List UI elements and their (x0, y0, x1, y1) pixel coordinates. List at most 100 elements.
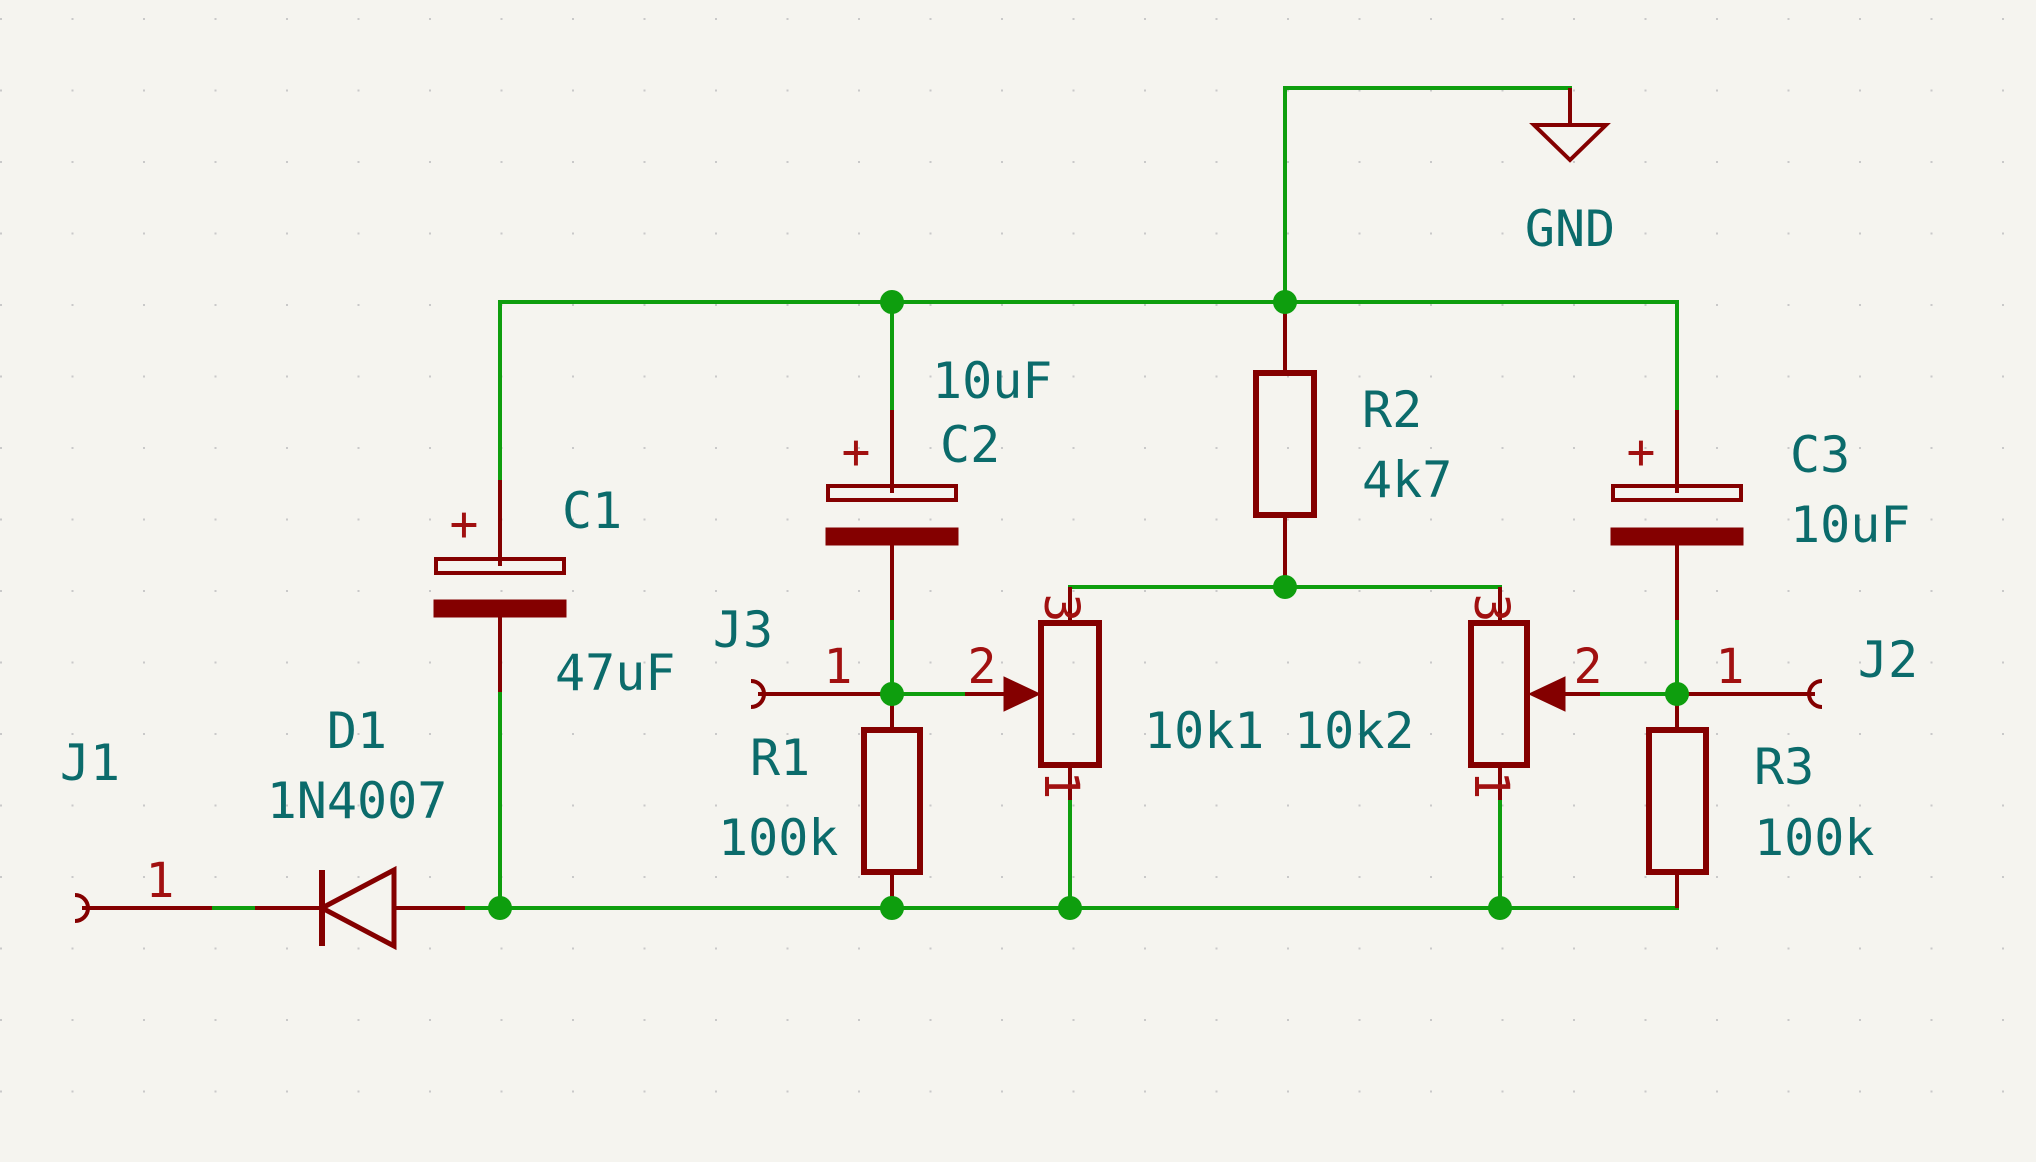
grid-dot (1930, 232, 1933, 235)
grid-dot (1215, 590, 1218, 592)
grid-dot (1358, 947, 1361, 950)
grid-dot (643, 876, 646, 878)
grid-dot (572, 518, 574, 521)
grid-dot (429, 375, 431, 378)
grid-dot (0, 518, 2, 521)
grid-dot (1358, 375, 1361, 378)
grid-dot (1573, 733, 1575, 735)
grid-dot (643, 161, 646, 163)
c2-value: 10uF (932, 352, 1052, 410)
grid-dot (1072, 232, 1075, 235)
grid-dot (1501, 876, 1504, 878)
grid-dot (786, 161, 789, 163)
grid-dot (1430, 590, 1432, 592)
grid-dot (1215, 947, 1218, 950)
grid-dot (1287, 1019, 1289, 1021)
grid-dot (143, 375, 145, 378)
grid-dot (1787, 89, 1790, 92)
r1-value: 100k (718, 809, 838, 867)
grid-dot (1144, 304, 1146, 306)
grid-dot (643, 1019, 646, 1021)
grid-dot (1787, 447, 1790, 449)
grid-dot (214, 876, 217, 878)
grid-dot (286, 947, 288, 950)
grid-dot (929, 232, 932, 235)
grid-dot (1501, 447, 1504, 449)
grid-dot (1501, 375, 1504, 378)
c3-value: 10uF (1790, 496, 1910, 554)
grid-dot (214, 590, 217, 592)
grid-dot (1215, 232, 1218, 235)
capacitor-c2[interactable]: + 10uF C2 (825, 352, 1052, 620)
grid-dot (715, 804, 717, 807)
grid-dot (643, 947, 646, 950)
grid-dot (71, 89, 74, 92)
grid-dot (1501, 661, 1504, 664)
grid-dot (1430, 161, 1432, 163)
grid-dot (1215, 733, 1218, 735)
grid-dot (1358, 733, 1361, 735)
grid-dot (786, 232, 789, 235)
grid-dot (858, 447, 860, 449)
grid-dot (858, 733, 860, 735)
gnd-symbol[interactable]: GND (1525, 88, 1615, 258)
grid-dot (143, 232, 145, 235)
grid-dot (1215, 161, 1218, 163)
resistor-r2[interactable]: R2 4k7 (1253, 302, 1452, 587)
grid-dot (71, 804, 74, 807)
grid-dot (1930, 947, 1933, 950)
grid-dot (786, 375, 789, 378)
grid-dot (1001, 518, 1003, 521)
grid-dot (1001, 18, 1003, 20)
grid-dot (1716, 947, 1718, 950)
connector-j3[interactable]: 1 J3 (713, 601, 892, 709)
grid-dot (1501, 1090, 1504, 1093)
connector-j2[interactable]: 1 J2 (1677, 631, 1918, 709)
grid-dot (572, 661, 574, 664)
grid-dot (572, 304, 574, 306)
grid-dot (0, 733, 2, 735)
grid-dot (1573, 447, 1575, 449)
grid-dot (1644, 161, 1647, 163)
grid-dot (71, 947, 74, 950)
resistor-r3[interactable]: R3 100k (1646, 694, 1874, 908)
grid-dot (429, 1090, 431, 1093)
j3-pin-number: 1 (824, 639, 853, 695)
grid-dot (1716, 447, 1718, 449)
grid-dot (1573, 1019, 1575, 1021)
grid-dot (357, 661, 360, 664)
grid-dot (1787, 1090, 1790, 1093)
grid-dot (1430, 518, 1432, 521)
grid-dot (357, 1019, 360, 1021)
grid-dot (1430, 661, 1432, 664)
grid-dot (71, 232, 74, 235)
c2-ref: C2 (940, 416, 1000, 474)
grid-dot (572, 18, 574, 20)
diode-d1[interactable]: D1 1N4007 (255, 702, 465, 951)
potentiometer-10k1[interactable]: 3 2 1 10k1 (965, 587, 1264, 800)
grid-dot (429, 661, 431, 664)
connector-j1[interactable]: 1 J1 (60, 734, 212, 923)
grid-dot (143, 590, 145, 592)
grid-dot (214, 304, 217, 306)
wire-gnd-drop[interactable] (1283, 86, 1572, 300)
grid-dot (1859, 733, 1861, 735)
grid-dot (357, 232, 360, 235)
grid-dot (429, 89, 431, 92)
grid-dot (1358, 876, 1361, 878)
grid-dot (1930, 661, 1933, 664)
capacitor-c1[interactable]: + C1 47uF (433, 480, 675, 702)
grid-dot (1358, 18, 1361, 20)
grid-dot (2002, 804, 2004, 807)
c3-ref: C3 (1790, 426, 1850, 484)
grid-dot (1787, 947, 1790, 950)
junction-dot (1058, 896, 1082, 920)
grid-dot (143, 304, 145, 306)
resistor-r1[interactable]: R1 100k (718, 694, 923, 908)
potentiometer-10k2[interactable]: 3 2 1 10k2 (1294, 587, 1602, 800)
grid-dot (214, 1090, 217, 1093)
grid-dot (357, 89, 360, 92)
grid-dot (214, 375, 217, 378)
capacitor-c3[interactable]: + C3 10uF (1610, 410, 1910, 620)
